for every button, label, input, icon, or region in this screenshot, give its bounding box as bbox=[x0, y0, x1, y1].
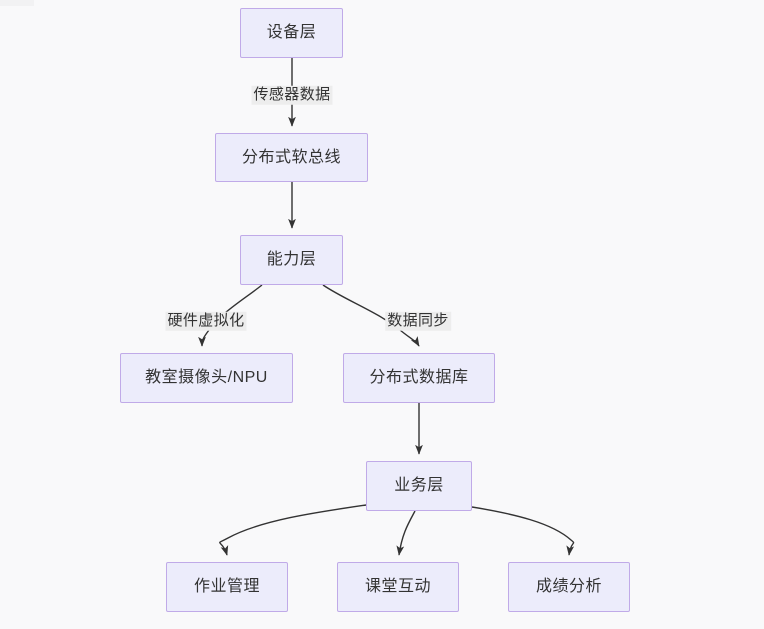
node-grade-analysis-label: 成绩分析 bbox=[535, 578, 602, 595]
edge-label-hardware-virtualization: 硬件虚拟化 bbox=[165, 311, 247, 331]
node-capability-layer-label: 能力层 bbox=[266, 251, 317, 268]
node-business-layer[interactable]: 业务层 bbox=[366, 461, 472, 511]
node-distributed-db[interactable]: 分布式数据库 bbox=[343, 353, 495, 403]
edge-business-to-interact-path bbox=[396, 510, 416, 556]
node-homework-mgmt-label: 作业管理 bbox=[193, 578, 260, 595]
edge-business-to-homework-path bbox=[219, 504, 367, 556]
edge-business-to-grade-path bbox=[471, 506, 575, 556]
node-distributed-db-label: 分布式数据库 bbox=[369, 369, 469, 386]
node-classroom-interact[interactable]: 课堂互动 bbox=[337, 562, 459, 612]
node-soft-bus[interactable]: 分布式软总线 bbox=[215, 133, 368, 182]
node-capability-layer[interactable]: 能力层 bbox=[240, 235, 343, 285]
node-classroom-camera[interactable]: 教室摄像头/NPU bbox=[120, 353, 293, 403]
node-device-layer-label: 设备层 bbox=[266, 24, 317, 41]
node-classroom-camera-label: 教室摄像头/NPU bbox=[145, 369, 268, 386]
node-homework-mgmt[interactable]: 作业管理 bbox=[166, 562, 288, 612]
node-grade-analysis[interactable]: 成绩分析 bbox=[508, 562, 630, 612]
node-soft-bus-label: 分布式软总线 bbox=[241, 148, 341, 166]
node-classroom-interact-label: 课堂互动 bbox=[364, 578, 431, 595]
canvas-top-edge-artifact bbox=[0, 0, 34, 6]
node-device-layer[interactable]: 设备层 bbox=[240, 8, 343, 58]
node-business-layer-label: 业务层 bbox=[394, 477, 444, 494]
edge-label-sensor-data: 传感器数据 bbox=[251, 85, 333, 105]
edge-label-data-sync: 数据同步 bbox=[385, 311, 451, 331]
